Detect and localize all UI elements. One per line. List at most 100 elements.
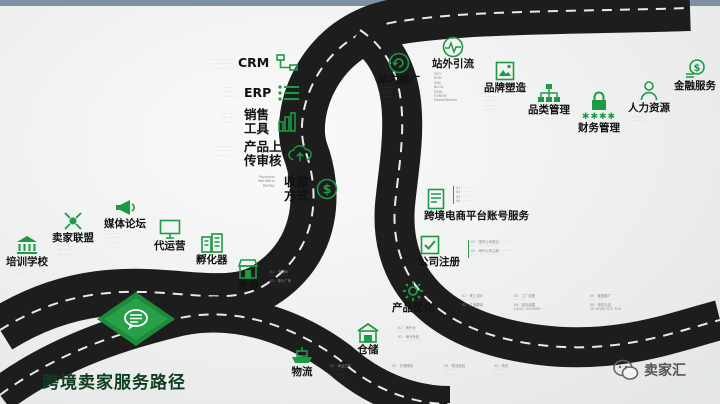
refresh-icon — [387, 52, 411, 74]
erp-label: ERP — [244, 84, 272, 100]
alliance-subtext: · · · · ·· · · · · ·· · · · · · · — [58, 244, 73, 257]
product-opt-item-4: 04 · 团队组建 — [514, 302, 536, 307]
lock-icon — [587, 90, 611, 112]
forum-node: 媒体论坛 — [104, 196, 146, 230]
erp-subtext: · · · · · ·· · · · · · ·· · · · · · — [222, 86, 237, 99]
chat-badge — [97, 292, 175, 346]
payment-label-1: 收款 — [284, 174, 310, 189]
cert-ce: CE — [590, 307, 595, 312]
warehouse-subtext: 01 · 海外仓· · · · · · · · · 02 · 海外专线· · ·… — [398, 326, 421, 344]
brand-node: 品牌塑造 — [484, 60, 526, 94]
crm-node: CRM — [238, 52, 299, 74]
company-item-1: 01 · 国内公司登记 — [471, 240, 499, 244]
finance-label: 财务管理 — [578, 122, 620, 134]
cert-rohs: ROHS — [595, 307, 606, 312]
pulse-icon — [441, 36, 465, 58]
offsite-item-7: Deals/Stream — [434, 98, 457, 103]
logistics-item-1: 01 · 海运方式 — [330, 364, 352, 368]
listing-subtext: · · · · · · · · ·· · · · · · ·· · · · · … — [212, 145, 233, 158]
product-opt-item-6: 06 · 相关认证 — [590, 302, 612, 307]
company-item-2: 02 · 海外公司注册 — [471, 248, 499, 253]
sales-tools-node: 销售工具 — [244, 107, 299, 137]
sourcing-subtext: 01 · 货源网· · · · · · · · · 02 · 源头厂家· · ·… — [270, 270, 293, 288]
network-hub-icon — [61, 210, 85, 232]
top-border — [0, 0, 720, 6]
offsite-traffic-subtext: SEO EDM SNS BLOG DEAL FORUM Deals/Stream — [434, 72, 457, 103]
network-icon — [275, 52, 299, 74]
training-subtext: · · · · · ·· · · · · — [12, 268, 24, 277]
page-title: 跨境卖家服务路径 — [42, 373, 186, 393]
bar-chart-icon — [275, 111, 299, 133]
offsite-item-6: FORUM — [434, 94, 447, 99]
logistics-subtext-1: 01 · 海运方式· · · · · · ·· · · · · · ·· · ·… — [330, 364, 352, 382]
account-label: 跨境电商平台账号服务 — [424, 210, 529, 222]
agency-label: 代运营 — [154, 240, 186, 252]
offsite-item-2: EDM — [434, 76, 442, 81]
svg-text:$: $ — [322, 183, 331, 198]
warehouse-item-1: 01 · 海外仓 — [398, 326, 416, 330]
storefront-icon — [236, 258, 260, 280]
cert-logo: LOGO — [514, 307, 524, 312]
banking-label: 金融服务 — [674, 80, 716, 92]
logistics-item-2: 02 · 仓储服务 — [392, 364, 414, 368]
sourcing-item-1: 01 · 货源网 — [270, 270, 288, 274]
product-opt-node: 产品优化 — [392, 280, 434, 314]
product-opt-label: 产品优化 — [392, 302, 434, 314]
brand-label: 品牌塑造 — [484, 82, 526, 94]
offsite-item-5: DEAL — [434, 89, 443, 94]
product-opt-item-3: 03 · 工厂成型 — [514, 294, 536, 298]
product-opt-subtext-2: 03 · 工厂成型· · · · · · 04 · 团队组建 LOGO, SLO… — [514, 294, 547, 312]
product-opt-subtext-1: 01 · 美工设计· · · · · · · 02 · 文案翻译· · · · … — [462, 294, 484, 312]
training-node: 培训学校 — [6, 234, 48, 268]
sales-tools-subtext: · · · · · ·· · · · · ·· · · · · · — [222, 112, 234, 125]
bank-building-icon — [15, 234, 39, 256]
watermark-text: 卖家汇 — [644, 363, 686, 379]
payment-item-3: PAYPAL — [262, 183, 275, 188]
megaphone-icon — [113, 196, 137, 218]
cloud-upload-icon — [287, 143, 312, 165]
company-label: 公司注册 — [418, 256, 460, 268]
account-node: 跨境电商平台账号服务 — [424, 188, 529, 222]
onsite-promo-label: 站内推广 — [378, 74, 420, 86]
logistics-item-3: 03 · 物流保险 — [444, 364, 466, 368]
logistics-subtext-2: 02 · 仓储服务· · · · · · — [392, 364, 414, 373]
gear-icon — [401, 280, 425, 302]
listing-label-1: 产品上 — [244, 139, 282, 154]
payment-item-1: Payoneer — [259, 175, 275, 179]
cert-tuv: TUV — [614, 307, 622, 312]
logistics-node: 物流 — [290, 344, 314, 378]
sales-tools-label-1: 销售 — [244, 107, 270, 122]
sales-tools-label-2: 工具 — [244, 121, 270, 137]
hr-subtext: · · · · ·· · · · · · — [632, 115, 644, 124]
alliance-label: 卖家联盟 — [52, 232, 94, 244]
watermark: 卖家汇 — [612, 358, 686, 382]
cert-fcc: FCC — [606, 307, 614, 312]
category-node: 品类管理 — [528, 82, 570, 116]
sourcing-label: 货源 — [237, 280, 259, 292]
offsite-item-3: SNS — [434, 80, 441, 85]
listing-label-2: 传审核 — [244, 153, 282, 169]
crm-subtext: · · · · · · · · · · ·· · · · · · · · ·· … — [210, 58, 233, 71]
document-icon — [424, 188, 448, 210]
product-opt-item-1: 01 · 美工设计 — [462, 294, 484, 298]
payment-node: 收款方式 $ — [284, 174, 339, 204]
category-label: 品类管理 — [528, 104, 570, 116]
alliance-node: 卖家联盟 — [52, 210, 94, 244]
wechat-icon — [613, 359, 639, 380]
password-stars-icon: ✱✱✱✱ — [581, 112, 617, 122]
product-opt-item-5: 05 · 营销推广 — [590, 294, 612, 298]
company-subtext: 01 · 国内公司登记 · · · · · · · · · · · · · · … — [468, 240, 512, 258]
product-opt-item-2: 02 · 文案翻译 — [462, 302, 484, 307]
cert-slogan: SLOGAN — [525, 307, 540, 312]
payment-label-2: 方式 — [284, 188, 310, 204]
company-node: 公司注册 — [418, 234, 460, 268]
warehouse-label: 仓储 — [357, 344, 379, 356]
forum-subtext: · · · · ·· · · · · ·· · · · · — [108, 232, 120, 245]
offsite-traffic-label: 站外引流 — [432, 58, 474, 70]
banking-node: $ 金融服务 — [674, 58, 716, 92]
checklist-icon — [418, 234, 442, 256]
training-label: 培训学校 — [6, 256, 48, 268]
monitor-icon — [158, 218, 182, 240]
list-icon — [277, 82, 301, 104]
logistics-label: 物流 — [291, 366, 313, 378]
